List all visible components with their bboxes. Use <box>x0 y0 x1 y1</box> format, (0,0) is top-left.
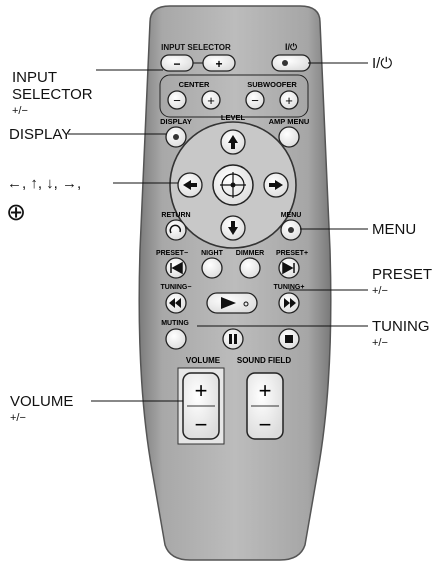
callout-input-selector: INPUT SELECTOR +/− <box>12 69 93 120</box>
remote-body <box>138 5 332 561</box>
center-minus-button[interactable] <box>167 90 187 110</box>
callout-input-selector-sub: +/− <box>12 105 28 117</box>
pause-button[interactable] <box>222 328 244 350</box>
center-label: CENTER <box>179 80 210 89</box>
night-label: NIGHT <box>201 250 224 257</box>
level-label: LEVEL <box>221 113 246 122</box>
subwoofer-minus-button[interactable] <box>245 90 265 110</box>
callout-tuning: TUNING +/− <box>372 318 430 352</box>
callout-arrows: ←, ↑, ↓, →, <box>7 175 82 192</box>
tuning-minus-label: TUNING− <box>161 284 192 291</box>
return-button[interactable] <box>165 219 187 241</box>
callout-volume: VOLUME +/− <box>10 393 73 427</box>
arrow-left-icon <box>183 180 197 190</box>
power-label: I/⏻ <box>285 42 298 52</box>
return-icon <box>169 224 182 234</box>
amp-menu-button[interactable] <box>278 126 300 148</box>
arrow-right-icon <box>269 180 283 190</box>
center-plus-button[interactable] <box>201 90 221 110</box>
menu-led-icon <box>288 227 294 233</box>
callout-display: DISPLAY <box>9 126 72 143</box>
muting-button[interactable] <box>165 328 187 350</box>
menu-label: MENU <box>281 212 302 219</box>
subwoofer-plus-glyph: + <box>285 93 293 108</box>
preset-plus-label: PRESET+ <box>276 250 308 257</box>
callout-volume-sub: +/− <box>10 412 26 424</box>
callout-tuning-label: TUNING <box>372 318 430 335</box>
dimmer-button[interactable] <box>239 257 261 279</box>
pause-icon <box>229 334 237 344</box>
level-box <box>159 74 309 118</box>
prev-icon <box>170 261 183 275</box>
tuning-plus-label: TUNING+ <box>274 284 305 291</box>
display-label: DISPLAY <box>160 117 192 126</box>
fast-forward-icon <box>284 298 296 308</box>
power-led-icon <box>282 60 288 66</box>
play-icon <box>221 297 236 309</box>
sound-field-minus-glyph: − <box>259 412 272 437</box>
input-selector-minus-button[interactable] <box>160 54 194 72</box>
volume-plus-glyph: + <box>195 378 208 403</box>
input-selector-plus-button[interactable] <box>202 54 236 72</box>
stop-icon <box>285 335 293 343</box>
power-button[interactable] <box>271 54 311 72</box>
return-label: RETURN <box>161 212 190 219</box>
volume-minus-glyph: − <box>195 412 208 437</box>
input-selector-minus-glyph: − <box>173 57 180 71</box>
subwoofer-minus-glyph: − <box>251 93 259 108</box>
night-button[interactable] <box>201 257 223 279</box>
callout-volume-label: VOLUME <box>10 393 74 410</box>
arrow-up-icon <box>228 135 238 149</box>
preset-minus-label: PRESET− <box>156 250 188 257</box>
next-icon <box>282 261 295 275</box>
enter-icon <box>220 172 246 198</box>
callout-enter-icon: ⊕ <box>6 199 27 226</box>
muting-label: MUTING <box>161 320 189 327</box>
callout-lines <box>68 62 368 402</box>
rewind-icon <box>169 298 181 308</box>
callout-input-selector-line2: SELECTOR <box>12 86 93 103</box>
input-selector-plus-glyph: + <box>215 57 222 71</box>
callout-power: I/⏻ <box>372 55 393 72</box>
display-led-icon <box>173 134 179 140</box>
volume-label: VOLUME <box>186 356 221 365</box>
callout-preset-sub: +/− <box>372 285 388 297</box>
input-selector-label: INPUT SELECTOR <box>161 43 231 52</box>
dimmer-label: DIMMER <box>236 250 264 257</box>
callout-menu: MENU <box>372 221 417 238</box>
center-minus-glyph: − <box>173 93 181 108</box>
sound-field-plus-glyph: + <box>259 378 272 403</box>
arrow-down-icon <box>228 221 238 235</box>
callout-preset-label: PRESET <box>372 266 433 283</box>
sound-field-label: SOUND FIELD <box>237 356 291 365</box>
callout-input-selector-line1: INPUT <box>12 69 57 86</box>
subwoofer-plus-button[interactable] <box>279 90 299 110</box>
callout-preset: PRESET +/− <box>372 266 432 300</box>
amp-menu-label: AMP MENU <box>269 117 310 126</box>
callout-tuning-sub: +/− <box>372 337 388 349</box>
subwoofer-label: SUBWOOFER <box>247 80 297 89</box>
play-led-icon <box>243 301 249 307</box>
center-plus-glyph: + <box>207 93 215 108</box>
